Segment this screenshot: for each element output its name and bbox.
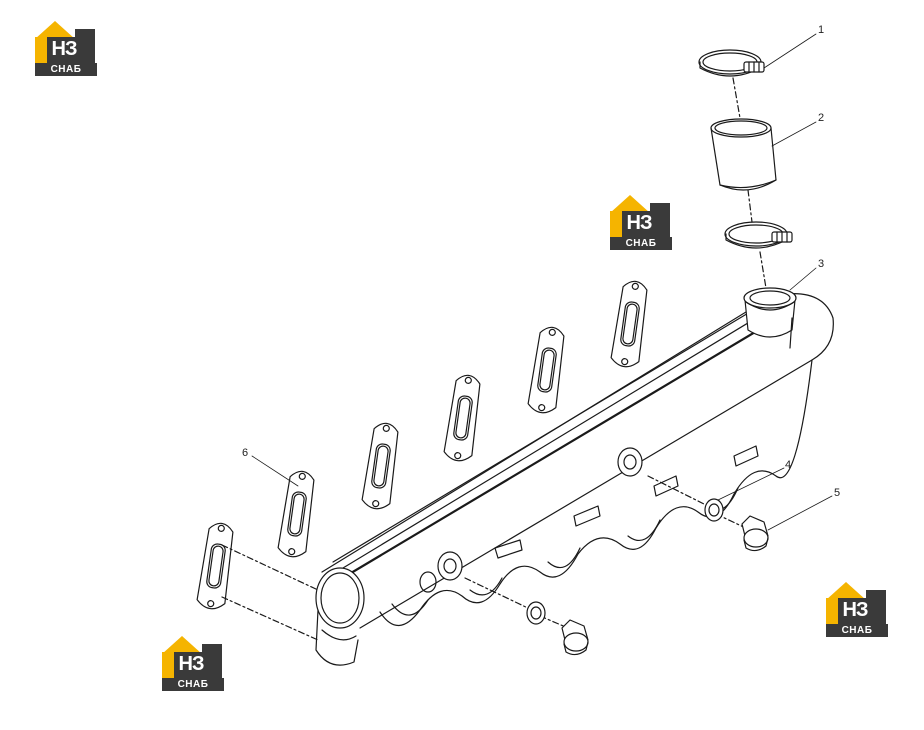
logo-watermark-center: НЗ СНАБ xyxy=(610,193,672,251)
logo-mark: НЗ xyxy=(51,38,78,60)
logo-mark: НЗ xyxy=(842,599,869,621)
sealing-washer-lower xyxy=(526,601,546,625)
rubber-sleeve xyxy=(710,118,777,191)
callout-2: 2 xyxy=(818,112,824,124)
logo-mark: НЗ xyxy=(626,212,653,234)
hose-clamp-lower xyxy=(724,221,793,249)
logo-watermark-top-left: НЗ СНАБ xyxy=(35,19,97,77)
logo-house-icon xyxy=(826,582,888,637)
callout-3: 3 xyxy=(818,258,824,270)
logo-text: СНАБ xyxy=(50,64,82,75)
gasket-5 xyxy=(527,326,565,414)
logo-house-icon xyxy=(35,21,97,76)
gasket-4 xyxy=(443,374,481,462)
logo-text: СНАБ xyxy=(625,238,657,249)
logo-text: СНАБ xyxy=(841,625,873,636)
logo-watermark-bottom-left: НЗ СНАБ xyxy=(162,634,224,692)
callout-1: 1 xyxy=(818,24,824,36)
logo-house-icon xyxy=(162,636,224,691)
screw-plug-lower xyxy=(561,619,589,656)
hose-clamp-top xyxy=(698,49,765,77)
logo-watermark-right: НЗ СНАБ xyxy=(826,580,888,638)
screw-plug-upper xyxy=(741,515,769,552)
logo-text: СНАБ xyxy=(177,679,209,690)
callout-4: 4 xyxy=(785,459,791,471)
sealing-washer-upper xyxy=(704,498,724,522)
exhaust-manifold xyxy=(315,287,834,666)
callout-5: 5 xyxy=(834,487,840,499)
callout-6: 6 xyxy=(242,447,248,459)
gasket-2 xyxy=(277,470,315,558)
gasket-3 xyxy=(361,422,399,510)
logo-mark: НЗ xyxy=(178,653,205,675)
logo-house-icon xyxy=(610,195,672,250)
gasket-6 xyxy=(610,280,648,368)
gasket-1 xyxy=(196,522,234,610)
